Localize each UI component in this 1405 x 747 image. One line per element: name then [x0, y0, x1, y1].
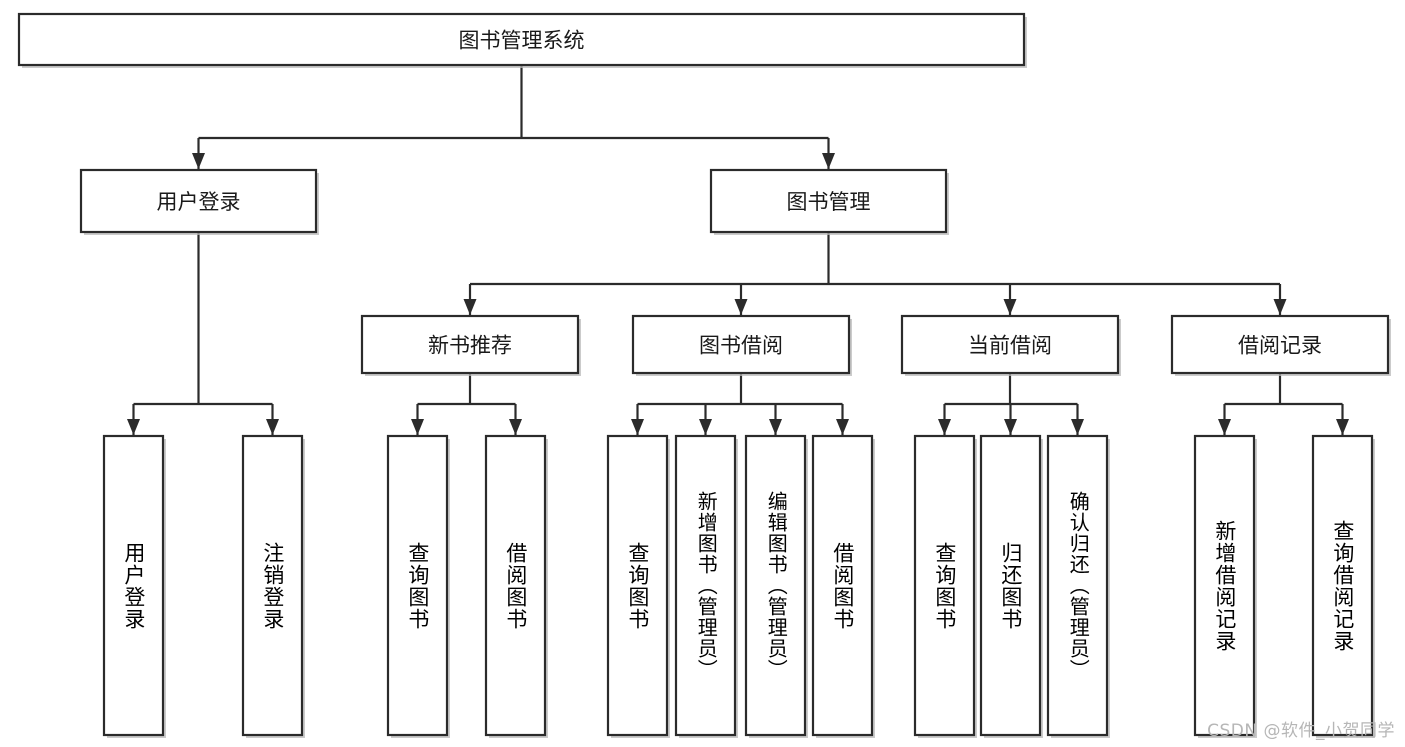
- node-box-leaf-newbook-borrow[interactable]: [484, 434, 547, 737]
- arrow-head-icon: [836, 419, 849, 435]
- node-box-leaf-current-confirm[interactable]: [1046, 434, 1109, 737]
- arrow-head-icon: [1004, 419, 1017, 435]
- node-box-leaf-user-login[interactable]: [102, 434, 165, 737]
- arrow-head-icon: [769, 419, 782, 435]
- arrow-head-icon: [509, 419, 522, 435]
- node-box-bookmgmt[interactable]: [709, 168, 948, 234]
- node-box-leaf-user-logout[interactable]: [241, 434, 304, 737]
- arrow-head-icon: [463, 299, 477, 315]
- arrow-head-icon: [1273, 299, 1287, 315]
- arrow-head-icon: [734, 299, 748, 315]
- node-label-newbook: 新书推荐: [428, 334, 512, 358]
- node-box-leaf-records-add[interactable]: [1193, 434, 1256, 737]
- node-label-current: 当前借阅: [968, 334, 1052, 358]
- node-box-leaf-newbook-query[interactable]: [386, 434, 449, 737]
- arrow-head-icon: [266, 419, 279, 435]
- arrow-head-icon: [1003, 299, 1017, 315]
- arrow-head-icon: [1218, 419, 1231, 435]
- arrow-head-icon: [631, 419, 644, 435]
- node-box-borrow[interactable]: [631, 314, 851, 375]
- arrow-head-icon: [699, 419, 712, 435]
- arrow-head-icon: [822, 153, 835, 169]
- node-label-login: 用户登录: [157, 190, 241, 214]
- node-box-leaf-current-return[interactable]: [979, 434, 1042, 737]
- node-box-leaf-borrow-add[interactable]: [674, 434, 737, 737]
- node-box-leaf-borrow-edit[interactable]: [744, 434, 807, 737]
- node-box-leaf-borrow-query[interactable]: [606, 434, 669, 737]
- arrow-head-icon: [1336, 419, 1349, 435]
- node-box-root[interactable]: [17, 12, 1026, 67]
- watermark-text: CSDN @软件_小贺同学: [1207, 721, 1395, 741]
- node-box-leaf-records-query[interactable]: [1311, 434, 1374, 737]
- arrow-head-icon: [411, 419, 424, 435]
- arrow-head-icon: [127, 419, 140, 435]
- arrow-head-icon: [938, 419, 951, 435]
- node-box-login[interactable]: [79, 168, 318, 234]
- node-box-leaf-borrow-lend[interactable]: [811, 434, 874, 737]
- node-box-records[interactable]: [1170, 314, 1390, 375]
- node-box-current[interactable]: [900, 314, 1120, 375]
- node-box-newbook[interactable]: [360, 314, 580, 375]
- arrow-head-icon: [192, 153, 205, 169]
- node-box-leaf-current-query[interactable]: [913, 434, 976, 737]
- node-label-records: 借阅记录: [1238, 334, 1322, 358]
- node-label-bookmgmt: 图书管理: [787, 190, 871, 214]
- arrow-head-icon: [1071, 419, 1084, 435]
- node-label-root: 图书管理系统: [459, 29, 585, 53]
- connector-layer: [127, 65, 1349, 435]
- node-label-borrow: 图书借阅: [699, 334, 783, 358]
